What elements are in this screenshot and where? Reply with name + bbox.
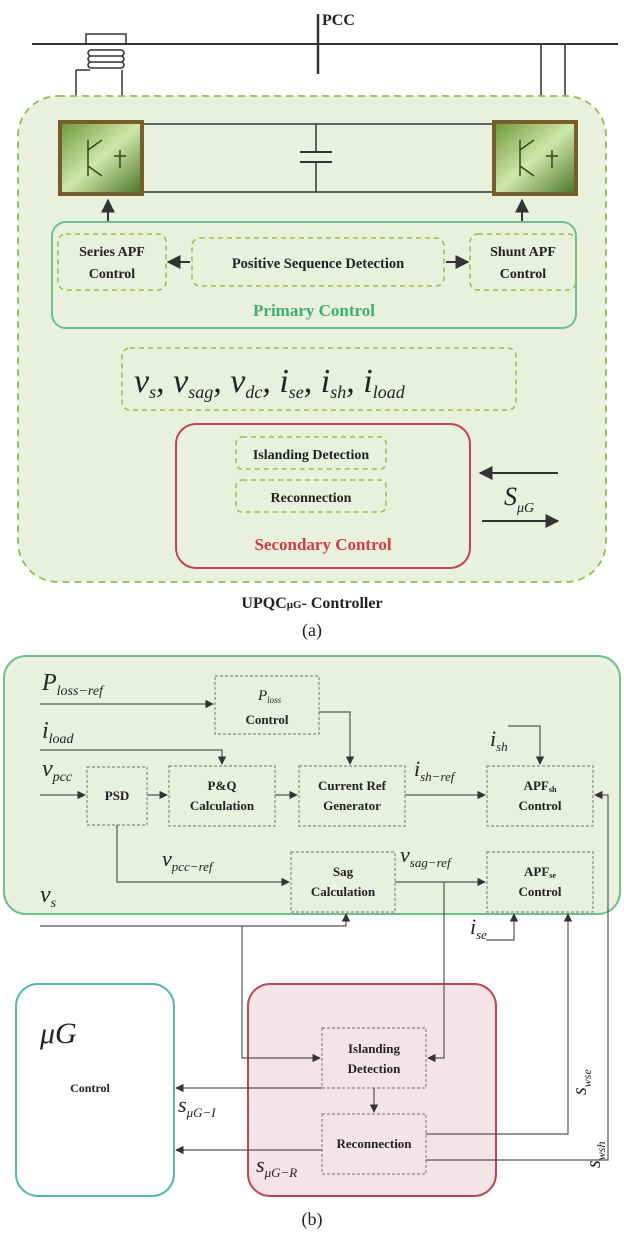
apf-sh-control-box	[486, 765, 594, 827]
p-loss-control-title: Ploss	[257, 688, 282, 705]
positive-sequence-label: Positive Sequence Detection	[232, 256, 404, 272]
apf-se-label: Control	[518, 884, 561, 899]
islanding-detection-box	[235, 436, 387, 470]
series-apf-line2: Control	[89, 267, 136, 282]
signals-box	[121, 347, 517, 411]
shunt-apf-line1: Shunt APF	[490, 245, 556, 260]
i-sh-label: ish	[490, 726, 508, 754]
signals-expression: vs, vsag, vdc, ise, ish, iload	[134, 363, 406, 402]
p-loss-control-box	[214, 675, 320, 735]
shunt-apf-line2: Control	[500, 267, 547, 282]
series-apf-control-box	[57, 233, 167, 291]
sag-calc-line1: Sag	[333, 864, 354, 879]
v-s-label: vs	[40, 882, 57, 911]
caption-a: (a)	[302, 620, 322, 641]
part-a: PCC	[17, 12, 618, 641]
v-sag-to-islanding-arrow	[427, 882, 445, 1063]
pq-calculation-box	[168, 765, 276, 827]
current-ref-line2: Generator	[323, 798, 381, 813]
i-load-arrow	[40, 749, 227, 765]
i-sh-ref-label: ish−ref	[414, 756, 457, 784]
series-transformer-icon	[75, 33, 127, 118]
sag-calculation-box	[290, 851, 396, 913]
reconnection-label: Reconnection	[271, 491, 352, 506]
s-wse-arrow	[426, 913, 573, 1135]
s-wsh-label: swsh	[583, 1142, 608, 1168]
p-loss-ref-label: Ploss−ref	[41, 670, 105, 699]
apf-sh-title: APFsh	[524, 778, 557, 794]
i-sh-arrow	[508, 725, 545, 765]
series-inverter-icon	[58, 120, 144, 196]
p-loss-to-current-ref-arrow	[319, 711, 355, 765]
secondary-control-box	[175, 423, 471, 569]
ug-control-label: Control	[70, 1081, 110, 1095]
secondary-control-label: Secondary Control	[254, 535, 391, 554]
s-wsh-arrow	[426, 790, 609, 1161]
islanding-line1: Islanding	[348, 1041, 401, 1056]
ug-control-box	[15, 983, 175, 1197]
i-se-label: ise	[470, 914, 487, 942]
secondary-control-panel-b	[247, 983, 497, 1197]
v-pcc-ref-arrow	[116, 825, 290, 887]
psd-label: PSD	[105, 788, 130, 803]
p-loss-control-label: Control	[245, 712, 288, 727]
v-s-to-islanding-arrow	[241, 926, 321, 1063]
dc-link-capacitor-icon	[144, 123, 492, 193]
positive-sequence-box	[191, 237, 445, 287]
pcc-label: PCC	[322, 12, 355, 29]
pq-calc-line2: Calculation	[190, 798, 255, 813]
pq-calc-line1: P&Q	[208, 778, 237, 793]
i-load-label: iload	[42, 718, 75, 747]
s-ug-label: SμG	[504, 482, 534, 516]
psd-box	[86, 766, 148, 826]
v-pcc-ref-label: vpcc−ref	[162, 846, 215, 874]
ug-label: μG	[39, 1017, 77, 1050]
apf-sh-label: Control	[518, 798, 561, 813]
current-ref-generator-box	[298, 765, 406, 827]
v-pcc-label: vpcc	[42, 756, 73, 785]
islanding-detection-label: Islanding Detection	[253, 448, 370, 463]
reconnection-label-b: Reconnection	[336, 1136, 412, 1151]
apf-se-title: APFse	[524, 864, 556, 880]
reconnection-box-b	[321, 1113, 427, 1175]
controller-title: UPQCμG- Controller	[241, 595, 382, 612]
current-ref-line1: Current Ref	[318, 778, 387, 793]
part-b: Ploss−ref Ploss Control iload vpcc PSD P…	[3, 655, 621, 1230]
s-ug-r-label: sμG−R	[256, 1152, 297, 1180]
v-s-arrow	[40, 913, 351, 927]
series-apf-line1: Series APF	[79, 245, 145, 260]
islanding-line2: Detection	[348, 1061, 401, 1076]
v-sag-ref-label: vsag−ref	[400, 842, 453, 870]
caption-b: (b)	[302, 1209, 323, 1230]
shunt-inverter-icon	[492, 120, 578, 196]
apf-se-control-box	[486, 851, 594, 913]
reconnection-box	[235, 479, 387, 513]
shunt-apf-control-box	[469, 233, 577, 291]
sag-calc-line2: Calculation	[311, 884, 376, 899]
primary-control-label: Primary Control	[253, 301, 375, 320]
s-ug-i-label: sμG−I	[178, 1092, 216, 1120]
i-se-arrow	[486, 913, 519, 941]
s-wse-label: swse	[569, 1069, 594, 1095]
islanding-detection-box-b	[321, 1027, 427, 1089]
